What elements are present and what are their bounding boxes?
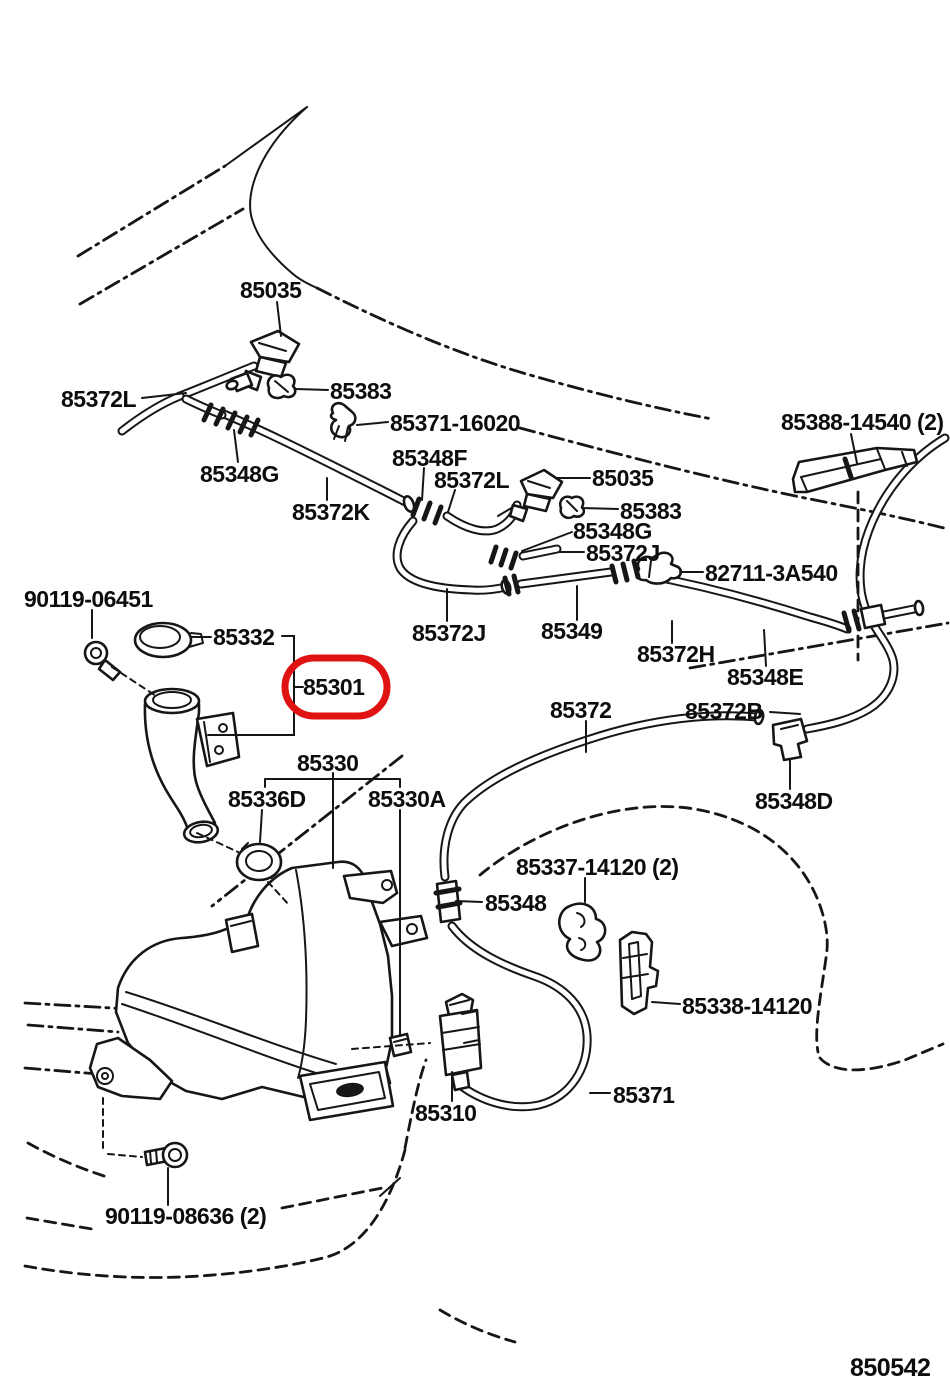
part-label-85372J[interactable]: 85372J (412, 620, 486, 646)
part-label-85348F[interactable]: 85348F (392, 445, 468, 471)
drawing-number: 850542 (850, 1354, 931, 1382)
part-label-85330A[interactable]: 85330A (368, 786, 446, 812)
part-label-82711-3A540[interactable]: 82711-3A540 (705, 560, 838, 586)
assembly-dashes (102, 490, 860, 1158)
part-label-85332[interactable]: 85332 (213, 624, 275, 650)
bolt-90119-08636 (143, 1141, 189, 1169)
grommet-rings-85348G-2 (488, 544, 519, 571)
part-label-85338-14120[interactable]: 85338-14120 (682, 993, 813, 1019)
filler-neck-85301 (143, 687, 241, 844)
part-label-85348D[interactable]: 85348D (755, 788, 833, 814)
clip-85338 (618, 930, 660, 1016)
part-label-85349[interactable]: 85349 (541, 618, 603, 644)
part-label-85310[interactable]: 85310 (415, 1100, 477, 1126)
hose-clip-85371-16020 (329, 401, 357, 442)
part-label-90119-08636(2)[interactable]: 90119-08636 (2) (105, 1203, 267, 1229)
hose-clamp-85383-1 (266, 373, 297, 400)
part-label-85348[interactable]: 85348 (485, 890, 547, 916)
part-label-85348E[interactable]: 85348E (727, 664, 804, 690)
bracket-85388 (791, 446, 919, 494)
part-label-85337-14120(2)[interactable]: 85337-14120 (2) (516, 854, 679, 880)
part-label-85388-14540(2)[interactable]: 85388-14540 (2) (781, 409, 944, 435)
clamp-rings-85349-ends (502, 558, 641, 597)
part-label-85371[interactable]: 85371 (613, 1082, 675, 1108)
leader-lines (91, 301, 858, 1206)
elbow-85348D (771, 717, 809, 762)
hose-joint-85348E (841, 603, 887, 634)
washer-nozzle-2 (497, 468, 564, 523)
part-label-85372[interactable]: 85372 (550, 697, 612, 723)
grommet-rings-85348G-1 (201, 402, 261, 438)
clamp-85337 (558, 902, 607, 962)
part-label-85330[interactable]: 85330 (297, 750, 359, 776)
washer-nozzle-1 (225, 329, 301, 393)
car-body-lines (23, 106, 950, 1344)
clamp-rings-85348F (410, 496, 444, 526)
part-label-85371-16020[interactable]: 85371-16020 (390, 410, 521, 436)
part-label-85372L[interactable]: 85372L (434, 467, 510, 493)
washer-tank-85330 (88, 860, 429, 1122)
part-label-85035[interactable]: 85035 (592, 465, 654, 491)
grommet-85336D (235, 842, 283, 882)
part-label-90119-06451[interactable]: 90119-06451 (24, 586, 153, 612)
part-label-85372B[interactable]: 85372B (685, 698, 763, 724)
part-label-85336D[interactable]: 85336D (228, 786, 306, 812)
hose-clamp-85383-2 (559, 495, 586, 520)
part-label-85383[interactable]: 85383 (330, 378, 392, 404)
part-label-85372J[interactable]: 85372J (586, 540, 660, 566)
part-label-85301[interactable]: 85301 (303, 674, 365, 700)
highlight-oval (281, 654, 391, 720)
tee-joint-85348 (433, 879, 463, 924)
part-label-85372K[interactable]: 85372K (292, 499, 370, 525)
part-label-85383[interactable]: 85383 (620, 498, 682, 524)
washer-pump-85310 (438, 992, 483, 1092)
part-label-85348G[interactable]: 85348G (573, 518, 652, 544)
part-label-85372L[interactable]: 85372L (61, 386, 137, 412)
tank-cap-85332 (133, 621, 204, 659)
part-label-85035[interactable]: 85035 (240, 277, 302, 303)
part-label-85348G[interactable]: 85348G (200, 461, 279, 487)
part-label-85372H[interactable]: 85372H (637, 641, 715, 667)
